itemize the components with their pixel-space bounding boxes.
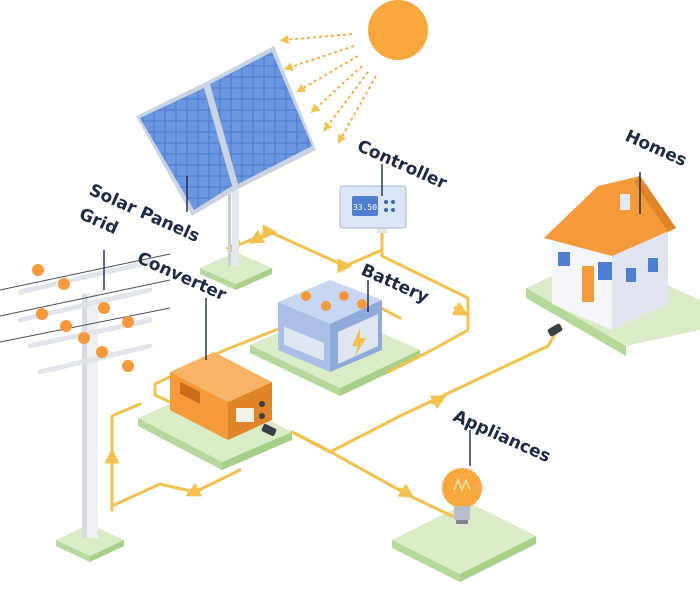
solar-panels <box>136 46 316 266</box>
wire-grid-to-converter <box>110 402 142 512</box>
label-appliances: Appliances <box>450 406 554 467</box>
wire-converter-to-grid <box>110 468 242 508</box>
label-controller: Controller <box>354 136 450 194</box>
controller-display-text: 33.50 <box>353 203 377 212</box>
connectors <box>261 323 563 436</box>
bulb <box>442 468 482 524</box>
insulators <box>32 264 134 372</box>
battery-terminals <box>301 291 367 311</box>
leader-lines <box>103 164 641 466</box>
converter <box>170 352 272 440</box>
wire-battery-to-converter <box>153 316 308 404</box>
wire-converter-to-appliances <box>290 430 454 518</box>
battery <box>278 280 382 372</box>
label-homes: Homes <box>622 126 690 171</box>
home <box>544 176 676 330</box>
grid-pole <box>0 253 171 538</box>
sun <box>279 0 428 144</box>
appliances-platform <box>392 502 536 582</box>
grid-platform <box>56 524 124 562</box>
controller: 33.50 <box>339 185 407 233</box>
sun-rays <box>279 33 377 144</box>
